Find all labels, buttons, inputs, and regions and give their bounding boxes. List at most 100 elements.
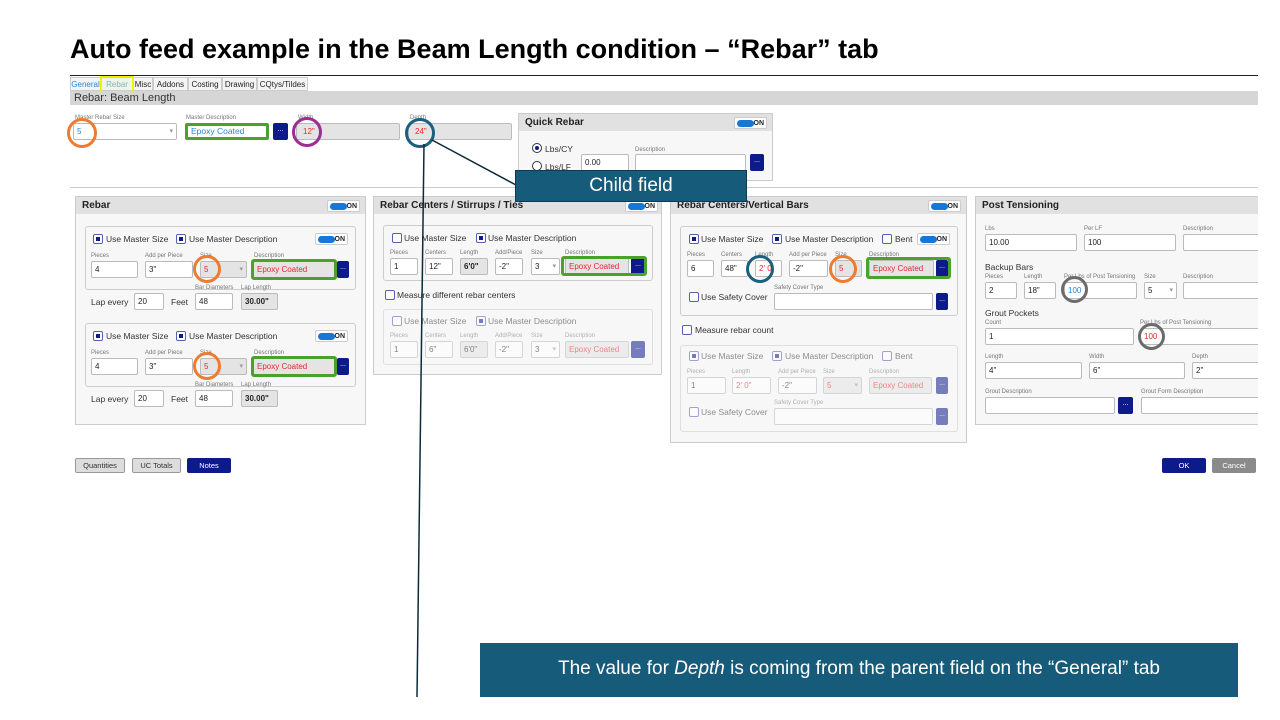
quantities-button[interactable]: Quantities	[75, 458, 125, 473]
label: Grout Form Description	[1141, 389, 1204, 395]
bent-checkbox[interactable]	[882, 234, 892, 244]
pieces-input[interactable]: 4	[91, 261, 138, 278]
add-piece-input[interactable]: -2"	[495, 258, 523, 275]
length-input: 2' 0"	[732, 377, 771, 394]
label: Lap Length	[241, 285, 272, 291]
lap-every-input[interactable]: 20	[134, 390, 164, 407]
label: Per Lbs of Post Tensioning	[1140, 320, 1212, 326]
post-title: Post Tensioning	[976, 197, 1264, 214]
highlight-circle-teal	[746, 255, 774, 283]
checkbox	[772, 351, 782, 361]
notes-button[interactable]: Notes	[187, 458, 231, 473]
grout-width-input[interactable]: 6"	[1089, 362, 1185, 379]
tab-costing[interactable]: Costing	[188, 77, 222, 91]
use-master-size-checkbox[interactable]	[93, 331, 103, 341]
lap-length-field: 30.00"	[241, 390, 278, 407]
pieces-input[interactable]: 4	[91, 358, 138, 375]
per-lf-input[interactable]: 100	[1084, 234, 1176, 251]
add-per-piece-input[interactable]: 3"	[145, 358, 193, 375]
tab-drawing[interactable]: Drawing	[222, 77, 257, 91]
child-field-callout: Child field	[515, 170, 747, 202]
label: Pieces	[687, 252, 706, 258]
backup-bars-heading: Backup Bars	[985, 262, 1034, 272]
depth-note-callout: The value for Depth is coming from the p…	[480, 643, 1238, 697]
safety-cover-type-input[interactable]	[774, 293, 933, 310]
measure-centers-checkbox[interactable]	[385, 290, 395, 300]
description-more-button[interactable]: ...	[936, 260, 948, 277]
description-more-button[interactable]: ...	[337, 261, 349, 278]
master-desc-input[interactable]: Epoxy Coated	[185, 123, 269, 140]
rebar-row-toggle[interactable]: ON	[315, 330, 348, 342]
safety-more-button[interactable]: ...	[936, 293, 948, 310]
ok-button[interactable]: OK	[1162, 458, 1206, 473]
backup-pieces-input[interactable]: 2	[985, 282, 1017, 299]
backup-size-select[interactable]: 5	[1144, 282, 1177, 299]
bar-diameters-input[interactable]: 48	[195, 293, 233, 310]
highlight-rect-green	[251, 356, 337, 377]
vertical-row-toggle[interactable]: ON	[917, 233, 950, 245]
centers-use-master-desc-label: Use Master Description	[488, 233, 577, 243]
quick-desc-label: Description	[635, 147, 666, 153]
label: Pieces	[390, 250, 409, 256]
feet-label: Feet	[171, 394, 189, 404]
measure-centers-label: Measure different rebar centers	[397, 290, 516, 300]
vertical-use-master-desc-checkbox[interactable]	[772, 234, 782, 244]
backup-length-input[interactable]: 18"	[1024, 282, 1056, 299]
label: Width	[1089, 354, 1105, 360]
pieces-input[interactable]: 6	[687, 260, 714, 277]
label: Bent	[895, 351, 913, 361]
label: Use Master Description	[785, 234, 874, 244]
label: Size	[1144, 274, 1156, 280]
use-master-size-checkbox[interactable]	[93, 234, 103, 244]
label: Count	[985, 320, 1002, 326]
use-master-desc-checkbox[interactable]	[176, 331, 186, 341]
tab-addons[interactable]: Addons	[153, 77, 188, 91]
label: Per Lbs of Post Tensioning	[1064, 274, 1136, 280]
tab-cqtys-tildes[interactable]: CQtys/Tildes	[257, 77, 308, 91]
add-piece-input[interactable]: -2"	[789, 260, 828, 277]
bar-diameters-input[interactable]: 48	[195, 390, 233, 407]
use-master-desc-label: Use Master Description	[189, 234, 278, 244]
grout-desc-more-button[interactable]: ...	[1118, 397, 1133, 414]
highlight-circle-teal	[405, 118, 435, 148]
grout-desc-input[interactable]	[985, 397, 1115, 414]
centers-use-master-size-checkbox[interactable]	[392, 233, 402, 243]
rebar-row-toggle[interactable]: ON	[315, 233, 348, 245]
add-per-piece-input[interactable]: 3"	[145, 261, 193, 278]
length-field: 6'0"	[460, 258, 488, 275]
description-more-button[interactable]: ...	[631, 258, 645, 275]
grout-pockets-heading: Grout Pockets	[985, 308, 1039, 318]
label: Size	[531, 333, 543, 339]
highlight-circle-gray	[1138, 323, 1165, 350]
centers-use-master-size-label: Use Master Size	[404, 233, 467, 243]
highlight-circle-orange	[193, 352, 221, 380]
quick-rebar-toggle[interactable]: ON	[734, 117, 767, 129]
grout-length-input[interactable]: 4"	[985, 362, 1082, 379]
size-select[interactable]: 3	[531, 258, 560, 275]
rebar-toggle[interactable]: ON	[327, 200, 360, 212]
label: Bar Diameters	[195, 382, 234, 388]
centers-input[interactable]: 12"	[425, 258, 453, 275]
use-master-desc-checkbox[interactable]	[176, 234, 186, 244]
highlight-circle-gray	[1061, 276, 1088, 303]
vertical-use-master-size-checkbox[interactable]	[689, 234, 699, 244]
pieces-input[interactable]: 1	[390, 258, 418, 275]
lap-every-input[interactable]: 20	[134, 293, 164, 310]
label: Size	[531, 250, 543, 256]
vertical-toggle[interactable]: ON	[928, 200, 961, 212]
measure-rebar-count-checkbox[interactable]	[682, 325, 692, 335]
master-desc-more-button[interactable]: ...	[273, 123, 288, 140]
cancel-button[interactable]: Cancel	[1212, 458, 1256, 473]
safety-cover-type-input	[774, 408, 933, 425]
grout-count-input[interactable]: 1	[985, 328, 1134, 345]
description-more-button[interactable]: ...	[337, 358, 349, 375]
lbs-cy-radio[interactable]	[532, 143, 542, 153]
centers-use-master-desc-checkbox[interactable]	[476, 233, 486, 243]
lbs-input[interactable]: 10.00	[985, 234, 1077, 251]
highlight-rect-green	[251, 259, 337, 280]
uc-totals-button[interactable]: UC Totals	[132, 458, 181, 473]
safety-cover-checkbox[interactable]	[689, 292, 699, 302]
checkbox	[882, 351, 892, 361]
label: Use Safety Cover	[701, 407, 768, 417]
